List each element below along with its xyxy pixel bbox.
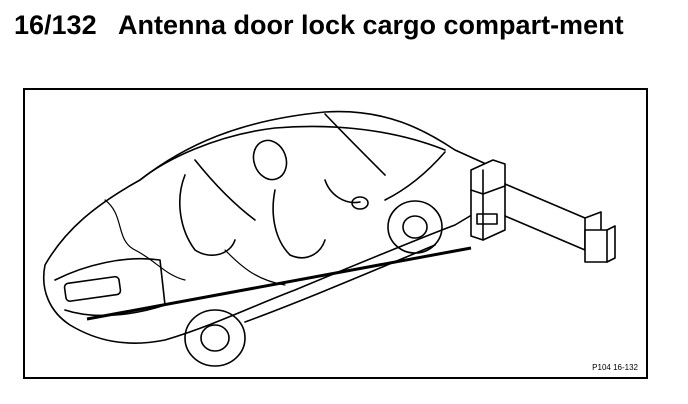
car-outline-icon xyxy=(43,110,498,367)
figure-reference: P104 16-132 xyxy=(592,363,638,372)
section-title: Antenna door lock cargo compart-ment xyxy=(118,10,624,40)
diagram-svg xyxy=(43,110,616,367)
figure-frame: P104 16-132 xyxy=(23,88,648,379)
leader-line xyxy=(86,246,472,321)
antenna-module-icon xyxy=(470,159,616,263)
section-number: 16/132 xyxy=(14,10,97,40)
